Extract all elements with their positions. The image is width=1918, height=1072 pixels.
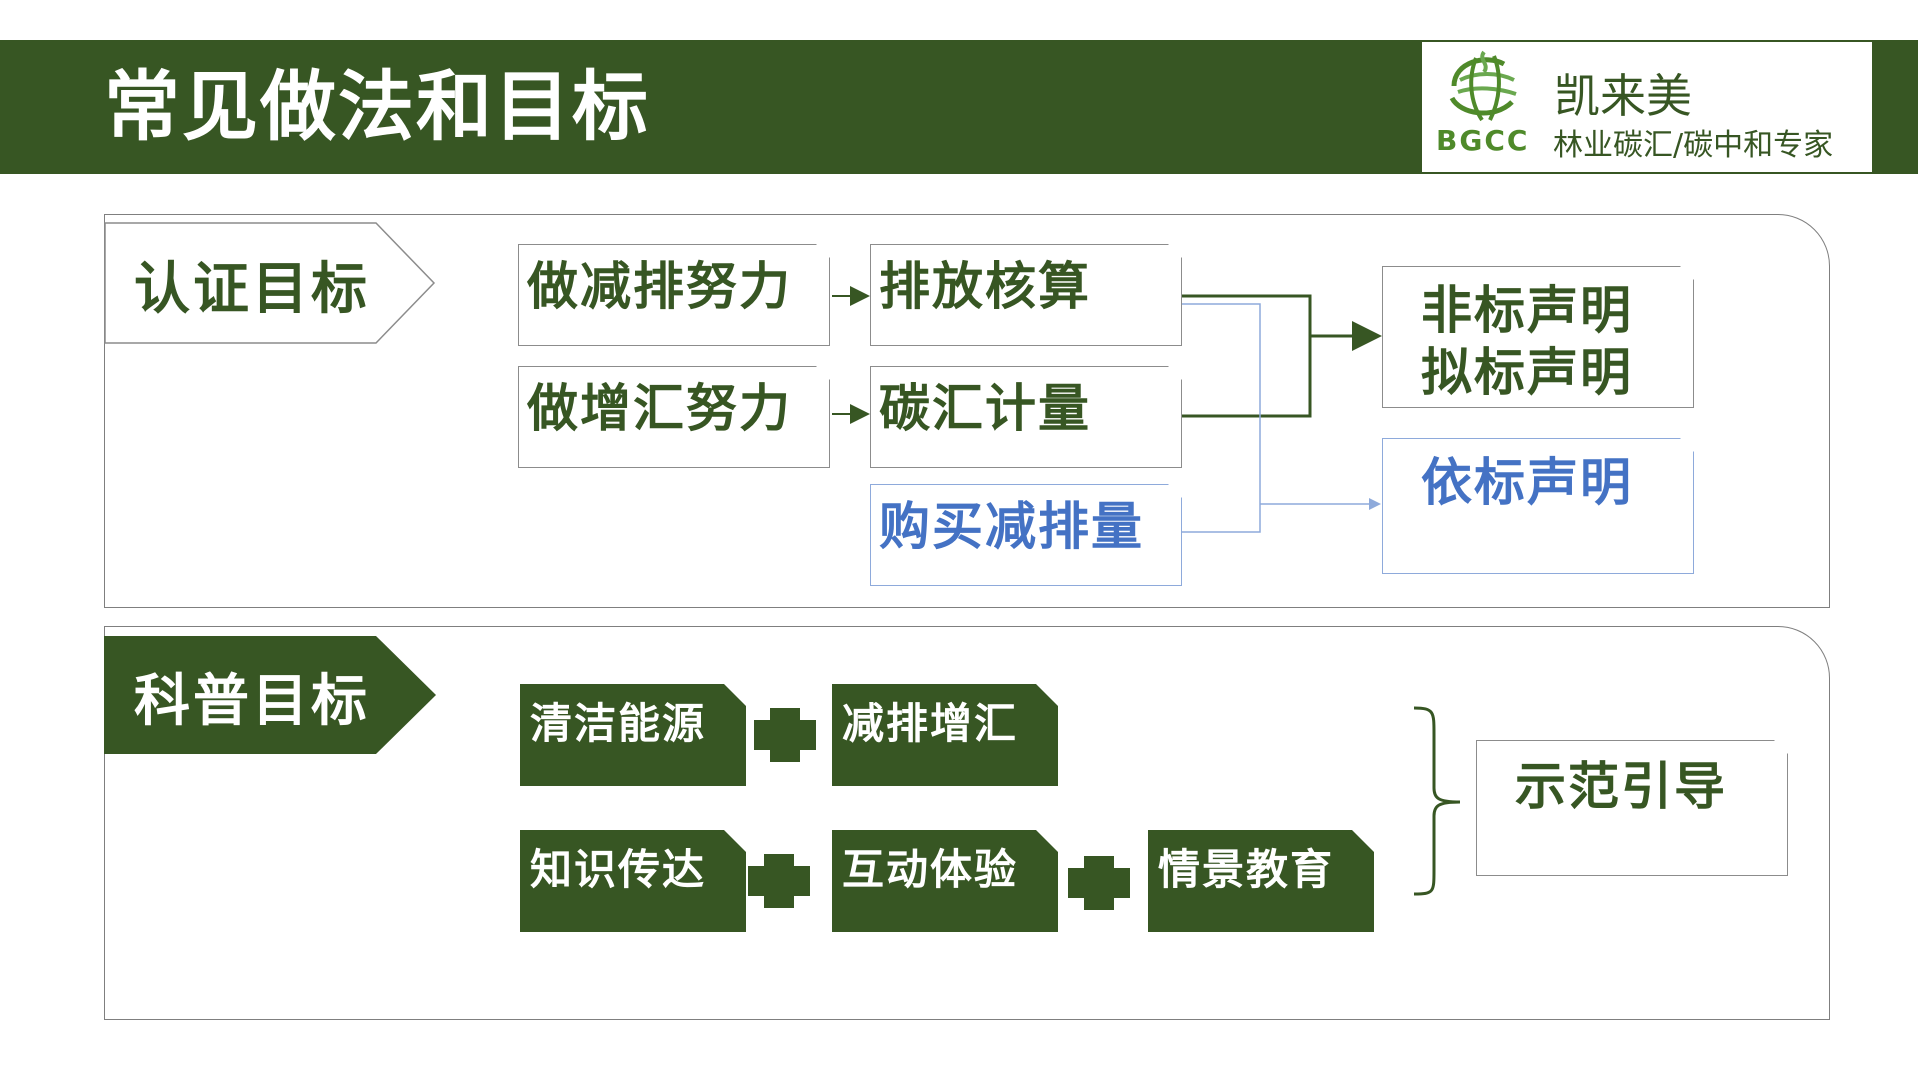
effort-box-sink: 做增汇努力	[518, 365, 831, 468]
knowledge-box: 知识传达	[520, 830, 746, 932]
logo-tagline: 林业碳汇/碳中和专家	[1553, 128, 1834, 163]
plus-icon	[748, 854, 810, 908]
logo-abbr: BGCC	[1436, 124, 1530, 157]
purchase-box: 购买减排量	[870, 483, 1183, 586]
demonstration-box: 示范引导	[1476, 739, 1789, 876]
interaction-text: 互动体验	[842, 845, 1019, 894]
clean-energy-box: 清洁能源	[520, 684, 746, 786]
demonstration-text: 示范引导	[1515, 758, 1728, 817]
clean-energy-text: 清洁能源	[530, 699, 707, 748]
certification-ribbon	[104, 222, 436, 344]
claim-standard-text: 依标声明	[1421, 454, 1634, 513]
claim-box-primary: 非标声明 拟标声明	[1382, 265, 1695, 408]
interaction-box: 互动体验	[832, 830, 1058, 932]
scenario-box: 情景教育	[1148, 830, 1374, 932]
knowledge-text: 知识传达	[530, 845, 707, 894]
purchase-text: 购买减排量	[879, 498, 1145, 557]
effort-box-reduce: 做减排努力	[518, 243, 831, 346]
accounting-emission-text: 排放核算	[879, 258, 1092, 317]
certification-label: 认证目标	[134, 257, 370, 322]
accounting-box-emission: 排放核算	[870, 243, 1183, 346]
logo-name: 凯来美	[1554, 69, 1692, 123]
page-title: 常见做法和目标	[104, 62, 650, 151]
scenario-text: 情景教育	[1158, 845, 1335, 894]
effort-reduce-text: 做减排努力	[527, 258, 793, 317]
globe-leaf-logo-icon	[1449, 50, 1517, 122]
claim-nonstandard-text: 非标声明	[1421, 282, 1634, 341]
reduce-sink-box: 减排增汇	[832, 684, 1058, 786]
reduce-sink-text: 减排增汇	[842, 699, 1019, 748]
plus-icon	[1068, 856, 1130, 910]
science-label: 科普目标	[134, 669, 370, 734]
claim-box-standard: 依标声明	[1382, 437, 1695, 574]
right-brace-icon	[1413, 706, 1461, 896]
plus-icon	[754, 708, 816, 762]
claim-quasistandard-text: 拟标声明	[1421, 344, 1634, 403]
science-ribbon	[104, 636, 436, 754]
accounting-sink-text: 碳汇计量	[879, 380, 1092, 439]
accounting-box-sink: 碳汇计量	[870, 365, 1183, 468]
effort-sink-text: 做增汇努力	[527, 380, 793, 439]
